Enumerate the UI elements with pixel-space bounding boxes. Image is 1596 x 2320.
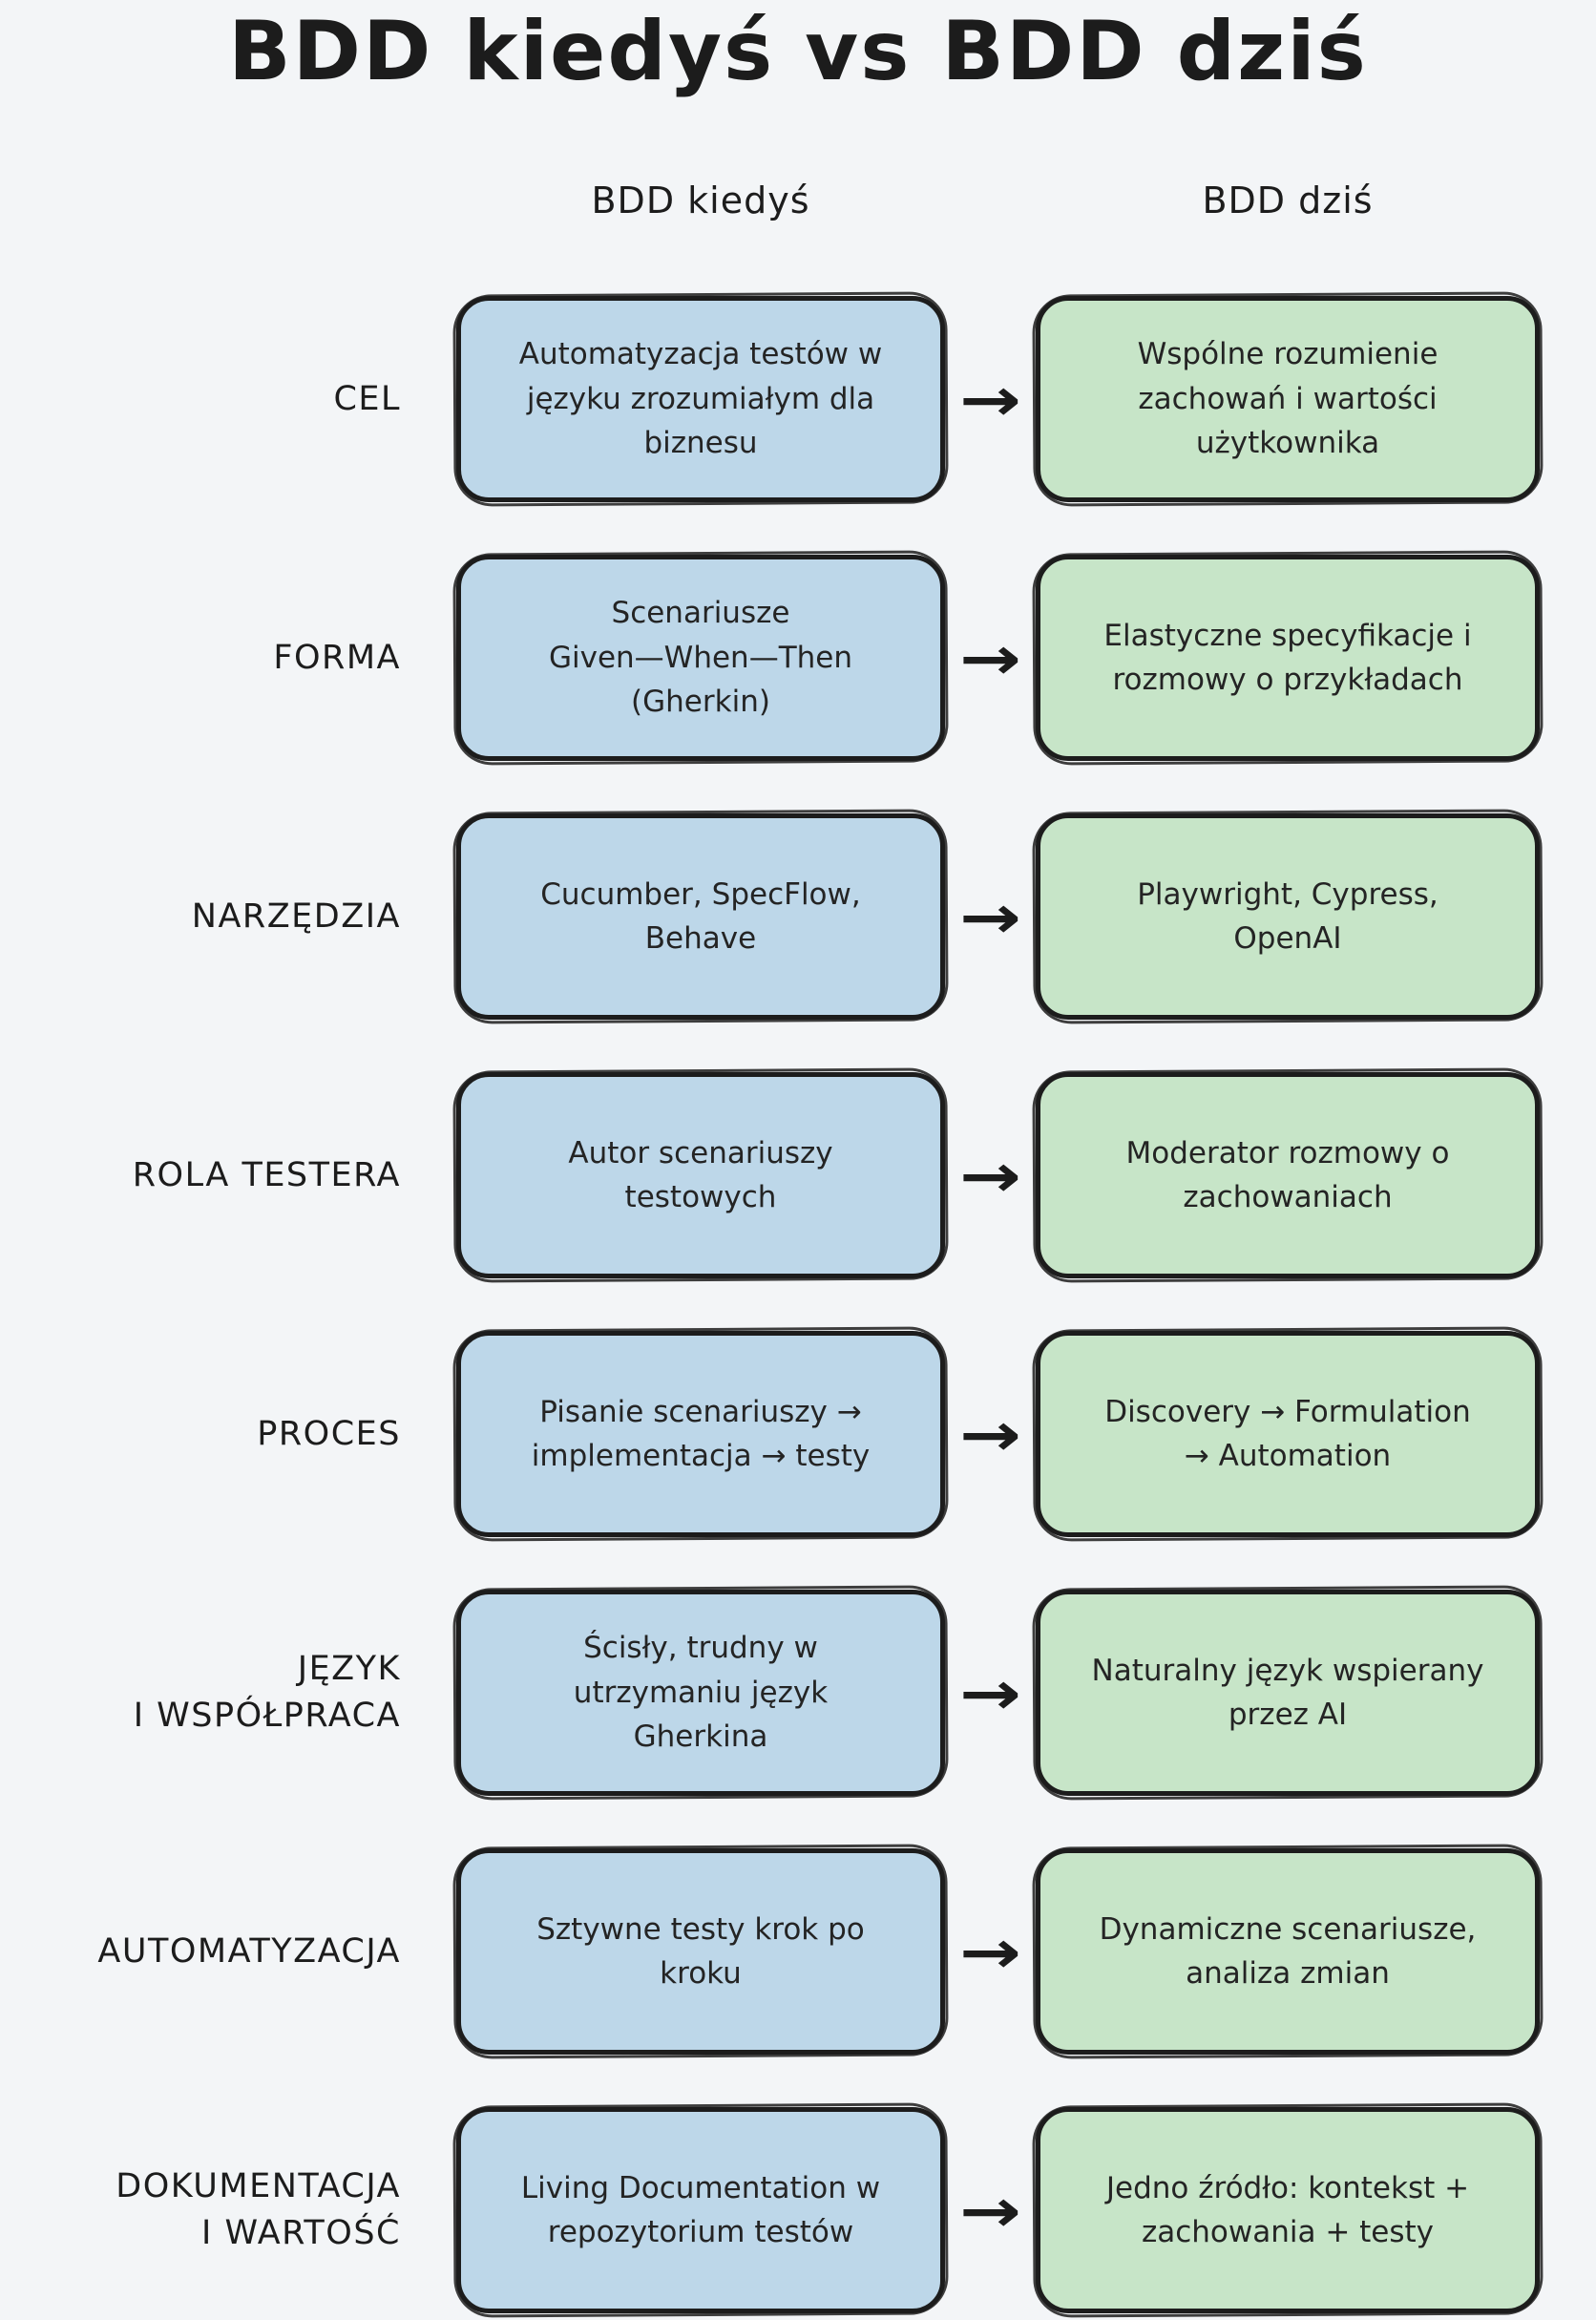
then-box-text: Living Documentation w repozytorium test… xyxy=(520,2170,881,2250)
now-box-text: Naturalny język wspierany przez AI xyxy=(1091,1653,1484,1733)
now-box-text: Playwright, Cypress, OpenAI xyxy=(1137,876,1438,957)
comparison-row-cel: CEL Automatyzacja testów w języku zrozum… xyxy=(0,296,1540,502)
comparison-row-forma: FORMA Scenariusze Given—When—Then (Gherk… xyxy=(0,555,1540,761)
arrow-icon: → xyxy=(959,881,1021,952)
now-box-text: Moderator rozmowy o zachowaniach xyxy=(1125,1135,1450,1215)
then-box-text: Ścisły, trudny w utrzymaniu język Gherki… xyxy=(573,1631,829,1755)
arrow-icon: → xyxy=(959,2175,1021,2246)
column-header-then: BDD kiedyś xyxy=(591,179,810,221)
arrow-icon: → xyxy=(959,1657,1021,1728)
comparison-row-jezyk-i-wspolpraca: JĘZYK I WSPÓŁPRACA Ścisły, trudny w utrz… xyxy=(0,1590,1540,1796)
now-box: Naturalny język wspierany przez AI xyxy=(1036,1590,1540,1796)
column-header-now: BDD dziś xyxy=(1202,179,1374,221)
row-label: AUTOMATYZACJA xyxy=(97,1931,401,1971)
then-box: Automatyzacja testów w języku zrozumiały… xyxy=(456,296,945,502)
then-box: Living Documentation w repozytorium test… xyxy=(456,2107,945,2313)
then-box: Autor scenariuszy testowych xyxy=(456,1072,945,1278)
comparison-row-dokumentacja-i-wartosc: DOKUMENTACJA I WARTOŚĆ Living Documentat… xyxy=(0,2107,1540,2313)
now-box: Dynamiczne scenariusze, analiza zmian xyxy=(1036,1848,1540,2055)
row-label: PROCES xyxy=(257,1414,401,1453)
arrow-icon: → xyxy=(959,1399,1021,1469)
comparison-rows: CEL Automatyzacja testów w języku zrozum… xyxy=(0,296,1540,2313)
row-label: NARZĘDZIA xyxy=(191,896,401,936)
then-box: Scenariusze Given—When—Then (Gherkin) xyxy=(456,555,945,761)
comparison-row-proces: PROCES Pisanie scenariuszy → implementac… xyxy=(0,1331,1540,1537)
now-box: Jedno źródło: kontekst + zachowania + te… xyxy=(1036,2107,1540,2313)
now-box-text: Jedno źródło: kontekst + zachowania + te… xyxy=(1105,2170,1470,2250)
now-box-text: Dynamiczne scenariusze, analiza zmian xyxy=(1099,1911,1477,1992)
page-title: BDD kiedyś vs BDD dziś xyxy=(228,4,1368,99)
comparison-row-automatyzacja: AUTOMATYZACJA Sztywne testy krok po krok… xyxy=(0,1848,1540,2055)
now-box-text: Discovery → Formulation → Automation xyxy=(1104,1394,1471,1474)
row-label: ROLA TESTERA xyxy=(132,1155,401,1194)
row-label: DOKUMENTACJA I WARTOŚĆ xyxy=(116,2167,401,2252)
now-box-text: Wspólne rozumienie zachowań i wartości u… xyxy=(1137,337,1438,461)
row-label: JĘZYK I WSPÓŁPRACA xyxy=(133,1650,401,1735)
row-label: CEL xyxy=(333,379,401,418)
now-box: Moderator rozmowy o zachowaniach xyxy=(1036,1072,1540,1278)
then-box-text: Autor scenariuszy testowych xyxy=(568,1135,833,1215)
then-box-text: Automatyzacja testów w języku zrozumiały… xyxy=(518,337,883,461)
then-box-text: Pisanie scenariuszy → implementacja → te… xyxy=(531,1394,871,1474)
comparison-row-rola-testera: ROLA TESTERA Autor scenariuszy testowych… xyxy=(0,1072,1540,1278)
then-box-text: Cucumber, SpecFlow, Behave xyxy=(540,876,861,957)
now-box-text: Elastyczne specyfikacje i rozmowy o przy… xyxy=(1103,618,1472,698)
column-headers: BDD kiedyś BDD dziś xyxy=(0,179,1596,221)
now-box: Playwright, Cypress, OpenAI xyxy=(1036,813,1540,1020)
then-box-text: Scenariusze Given—When—Then (Gherkin) xyxy=(548,596,853,720)
comparison-row-narzedzia: NARZĘDZIA Cucumber, SpecFlow, Behave → P… xyxy=(0,813,1540,1020)
arrow-icon: → xyxy=(959,622,1021,693)
arrow-icon: → xyxy=(959,364,1021,434)
row-label: FORMA xyxy=(273,638,401,677)
then-box: Cucumber, SpecFlow, Behave xyxy=(456,813,945,1020)
then-box: Ścisły, trudny w utrzymaniu język Gherki… xyxy=(456,1590,945,1796)
now-box: Wspólne rozumienie zachowań i wartości u… xyxy=(1036,296,1540,502)
then-box: Pisanie scenariuszy → implementacja → te… xyxy=(456,1331,945,1537)
arrow-icon: → xyxy=(959,1916,1021,1987)
arrow-icon: → xyxy=(959,1140,1021,1211)
now-box: Discovery → Formulation → Automation xyxy=(1036,1331,1540,1537)
then-box: Sztywne testy krok po kroku xyxy=(456,1848,945,2055)
now-box: Elastyczne specyfikacje i rozmowy o przy… xyxy=(1036,555,1540,761)
then-box-text: Sztywne testy krok po kroku xyxy=(536,1911,865,1992)
